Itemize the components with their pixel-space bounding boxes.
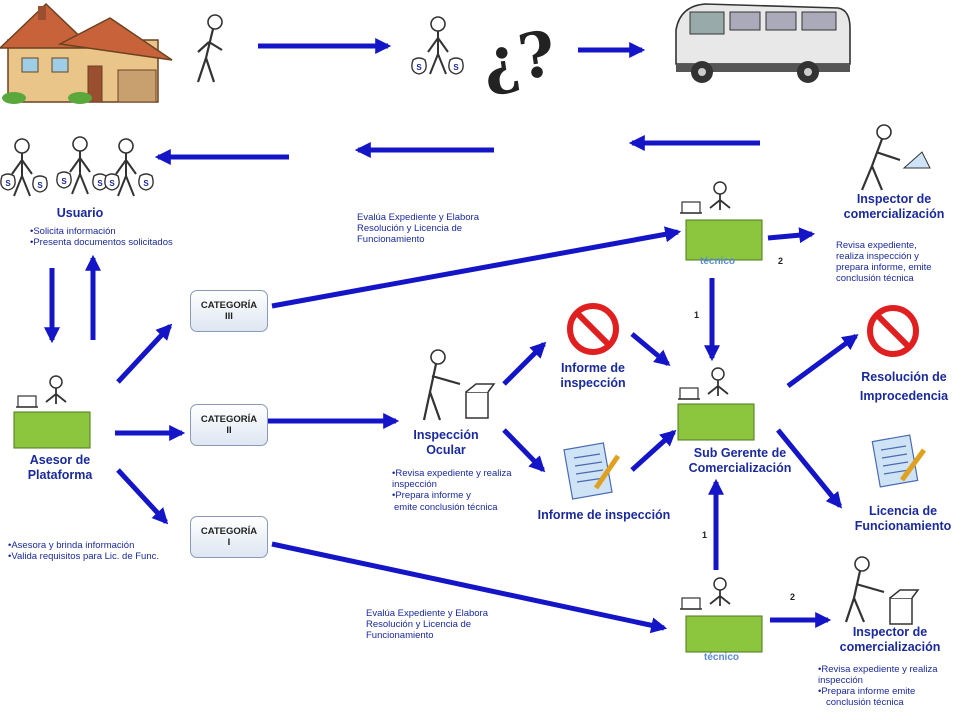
informe-top-line1: Informe de xyxy=(561,361,625,375)
evalua-top-line: Funcionamiento xyxy=(357,234,425,245)
categoria-iii-box: CATEGORÍA III xyxy=(190,290,268,332)
asesor-desk-icon xyxy=(13,375,91,449)
inspeccion-ocular-title: Inspección Ocular xyxy=(398,428,494,458)
inspector-carrying-box-icon xyxy=(422,349,496,421)
informe-top-title: Informe de inspección xyxy=(548,361,638,391)
inspector-top-desc-line: conclusión técnica xyxy=(836,273,914,284)
subgerente-desk-icon xyxy=(677,367,755,441)
inspeccion-title-line2: Ocular xyxy=(426,443,466,457)
licencia-title: Licencia de Funcionamiento xyxy=(848,504,958,534)
walking-person-icon xyxy=(196,14,223,83)
categoria-number: I xyxy=(227,537,231,548)
categoria-label: CATEGORÍA xyxy=(200,526,258,537)
list-item: Presenta documentos solicitados xyxy=(30,237,172,248)
inspector-top-desc: Revisa expediente, realiza inspección y … xyxy=(836,240,932,284)
resolucion-line1: Resolución de xyxy=(861,370,947,384)
licencia-line1: Licencia de xyxy=(868,504,938,518)
inspeccion-extra: emite conclusión técnica xyxy=(394,502,498,513)
subgerente-line1: Sub Gerente de xyxy=(693,446,787,460)
document-icon-licencia xyxy=(871,434,927,488)
list-item: Prepara informe y xyxy=(392,490,532,501)
list-item: Valida requisitos para Lic. de Func. xyxy=(8,551,159,562)
van-icon xyxy=(675,3,851,83)
inspector-top-line1: Inspector de xyxy=(856,192,932,206)
inspector-top-desc-line: realiza inspección y xyxy=(836,251,919,262)
resolucion-line2: Improcedencia xyxy=(859,389,949,403)
inspector-top-line2: comercialización xyxy=(843,207,945,221)
evalua-bottom-line: Resolución y Licencia de xyxy=(366,619,472,630)
licencia-line2: Funcionamiento xyxy=(854,519,952,533)
question-mark-text: ¿? xyxy=(478,17,560,99)
usuario-title: Usuario xyxy=(56,206,104,220)
list-item: Prepara informe emite xyxy=(818,686,958,697)
house-icon xyxy=(0,2,173,104)
asesor-list: Asesora y brinda información Valida requ… xyxy=(8,540,159,562)
evalua-top-line: Evalúa Expediente y Elabora xyxy=(357,212,479,223)
informe-bottom-title: Informe de inspección xyxy=(537,508,671,522)
inspeccion-title-line1: Inspección xyxy=(413,428,479,442)
inspector-top-desc-line: Revisa expediente, xyxy=(836,240,917,251)
inspector-bottom-title: Inspector de comercialización xyxy=(832,625,948,655)
inspector-top-desc-line: prepara informe, emite xyxy=(836,262,932,273)
evalua-top-text: Evalúa Expediente y Elabora Resolución y… xyxy=(357,212,479,245)
list-item: Revisa expediente y realiza inspección xyxy=(818,664,958,686)
users-with-moneybags-icon xyxy=(0,136,154,197)
subgerente-line2: Comercialización xyxy=(688,461,792,475)
step-number: 1 xyxy=(702,530,708,540)
informe-top-line2: inspección xyxy=(560,376,626,390)
categoria-ii-box: CATEGORÍA II xyxy=(190,404,268,446)
tecnico-label-bottom: técnico xyxy=(704,652,740,663)
categoria-number: II xyxy=(226,425,232,436)
subgerente-title: Sub Gerente de Comercialización xyxy=(680,446,800,476)
categoria-number: III xyxy=(225,311,233,322)
inspector-bottom-list: Revisa expediente y realiza inspección P… xyxy=(818,664,958,697)
evalua-bottom-line: Evalúa Expediente y Elabora xyxy=(366,608,488,619)
step-number: 2 xyxy=(778,256,784,266)
evalua-bottom-line: Funcionamiento xyxy=(366,630,434,641)
resolucion-title: Resolución de Improcedencia xyxy=(852,370,956,404)
person-with-moneybags-icon xyxy=(411,16,464,75)
inspector-top-title: Inspector de comercialización xyxy=(836,192,952,222)
asesor-title-line2: Plataforma xyxy=(27,468,93,482)
prohibit-icon-resolucion xyxy=(867,305,919,357)
inspector-bottom-extra: conclusión técnica xyxy=(826,697,904,708)
tecnico-desk-bottom-icon xyxy=(679,577,763,653)
categoria-label: CATEGORÍA xyxy=(200,414,258,425)
prohibit-icon xyxy=(567,303,619,355)
list-item: Asesora y brinda información xyxy=(8,540,159,551)
inspector-top-icon xyxy=(860,124,931,191)
evalua-top-line: Resolución y Licencia de xyxy=(357,223,463,234)
categoria-i-box: CATEGORÍA I xyxy=(190,516,268,558)
step-number: 2 xyxy=(790,592,796,602)
categoria-label: CATEGORÍA xyxy=(200,300,258,311)
list-item: Revisa expediente y realiza inspección xyxy=(392,468,532,490)
usuario-list: Solicita información Presenta documentos… xyxy=(30,226,173,248)
inspeccion-list: Revisa expediente y realiza inspección P… xyxy=(392,468,532,501)
tecnico-label-top: técnico xyxy=(700,256,736,267)
inspector-bottom-line1: Inspector de xyxy=(852,625,928,639)
tecnico-desk-top-icon xyxy=(679,181,763,261)
asesor-title-line1: Asesor de xyxy=(29,453,91,467)
inspector-bottom-line2: comercialización xyxy=(839,640,941,654)
evalua-bottom-text: Evalúa Expediente y Elabora Resolución y… xyxy=(366,608,488,641)
arrows xyxy=(43,37,859,634)
list-item: Solicita información xyxy=(30,226,173,237)
document-icon xyxy=(563,442,621,500)
step-number: 1 xyxy=(694,310,700,320)
asesor-title: Asesor de Plataforma xyxy=(10,453,110,483)
inspector-bottom-icon xyxy=(844,556,920,625)
